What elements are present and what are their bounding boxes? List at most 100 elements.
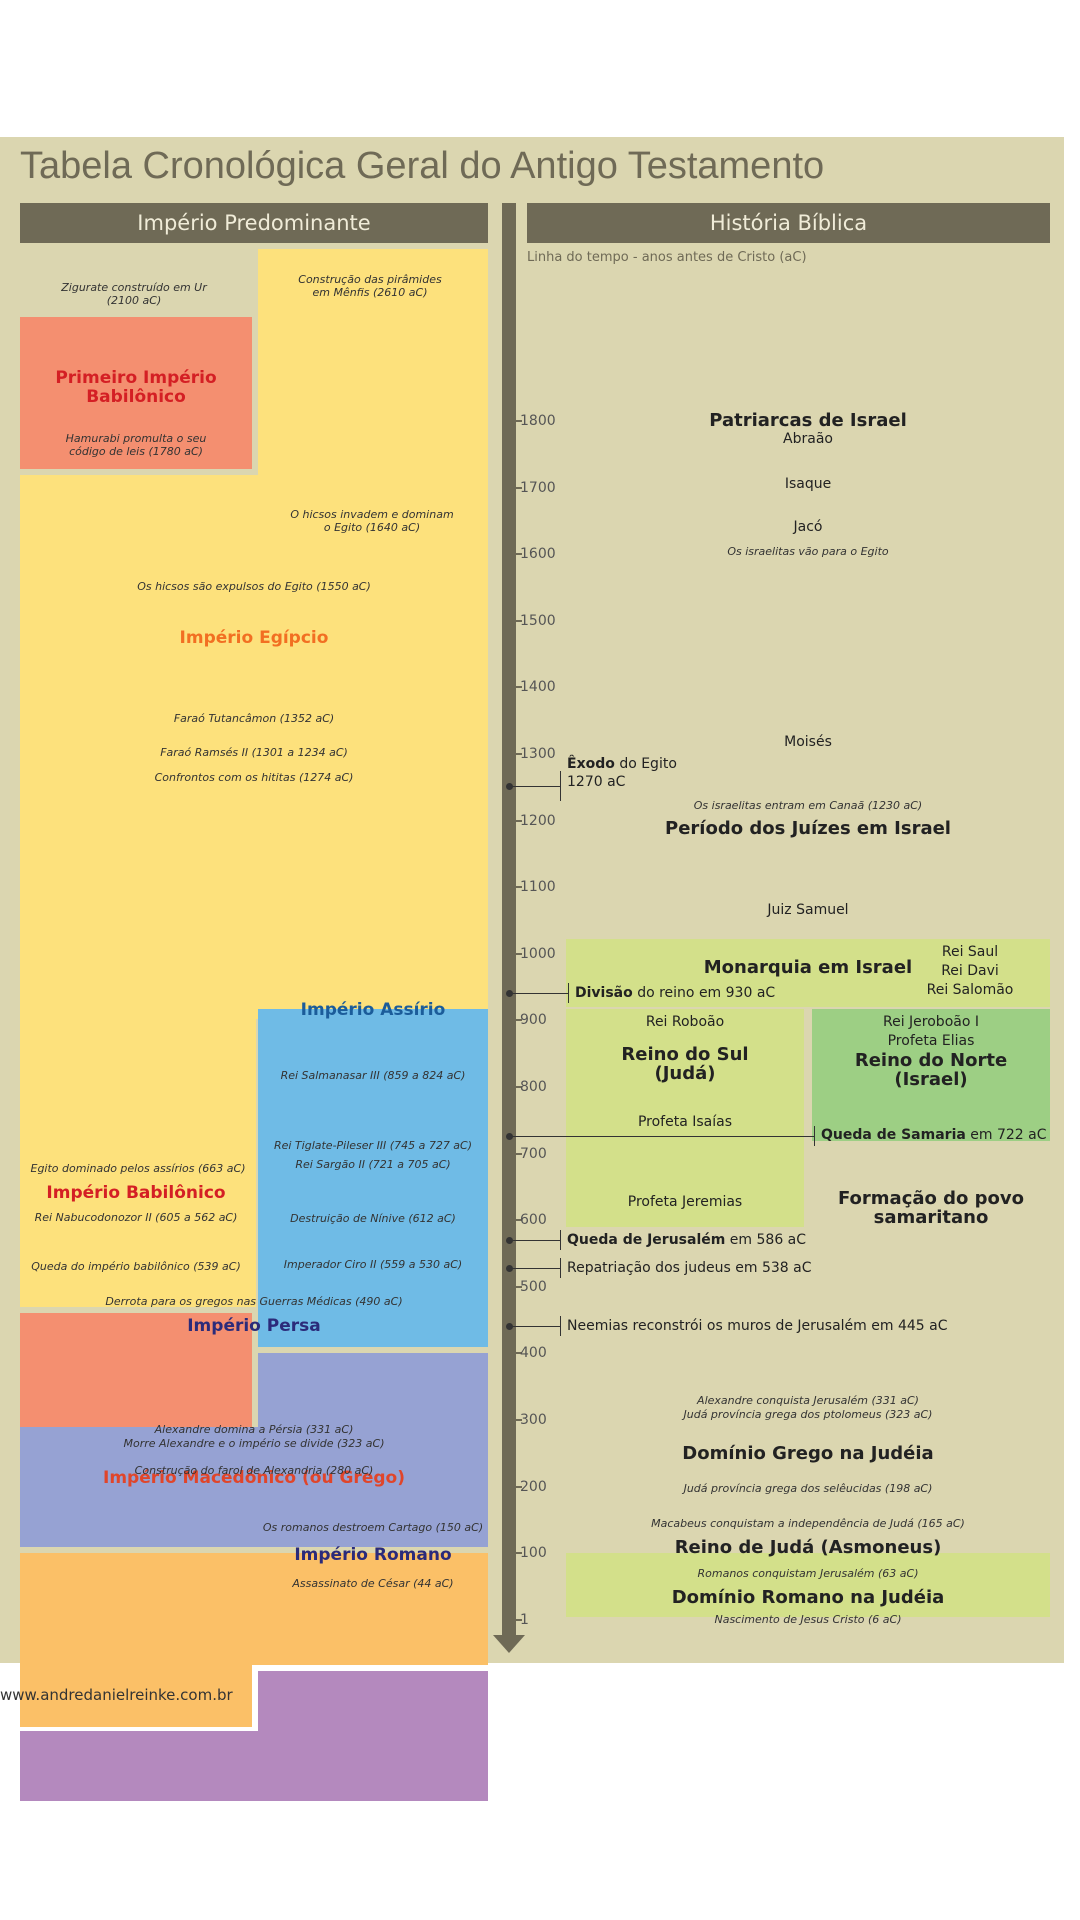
note-farol: Construção do farol de Alexandria (280 a… [134, 1464, 374, 1477]
babylonian-block [20, 1313, 252, 1427]
northern-kingdom-title: Reino do Norte (Israel) [854, 1050, 1008, 1090]
note-hamurabi: Hamurabi promulta o seu código de leis (… [65, 432, 207, 458]
monarchy-title: Monarquia em Israel [703, 957, 913, 978]
nehemiah-line [512, 1326, 560, 1327]
footer-url: www.andredanielreinke.com.br [0, 1686, 233, 1704]
repatriation-event: Repatriação dos judeus em 538 aC [567, 1260, 812, 1276]
timeline-tick [502, 819, 522, 822]
timeline-tick-label: 500 [520, 1278, 547, 1295]
division-line [512, 993, 568, 994]
asmonean-block [566, 1553, 1050, 1617]
timeline-tick [502, 1285, 522, 1288]
patriarchs-title: Patriarcas de Israel [709, 410, 907, 431]
roman-block-upper [258, 1671, 488, 1731]
salomao-label: Rei Salomão [926, 982, 1014, 998]
jerusalem-event: Queda de Jerusalém em 586 aC [567, 1232, 807, 1248]
persian-title: Império Persa [187, 1316, 321, 1336]
jeremias-label: Profeta Jeremias [627, 1194, 743, 1210]
northern-kingdom-block [812, 1009, 1050, 1141]
exodus-year: 1270 aC [567, 774, 626, 790]
samuel-label: Juiz Samuel [767, 902, 849, 918]
note-tutancamon: Faraó Tutancâmon (1352 aC) [173, 712, 335, 725]
note-cesar: Assassinato de César (44 aC) [292, 1577, 454, 1590]
saul-label: Rei Saul [941, 944, 999, 960]
note-hicsos-invadem: O hicsos invadem e dominam o Egito (1640… [290, 508, 454, 534]
timeline-tick-label: 1500 [520, 612, 556, 629]
roboao-label: Rei Roboão [645, 1014, 725, 1030]
moises-label: Moisés [784, 734, 832, 750]
exodus-line [512, 786, 560, 787]
first-babylonian-title: Primeiro Império Babilônico [55, 368, 217, 407]
timeline-tick [502, 1152, 522, 1155]
exodus-bracket [560, 771, 561, 801]
egypt-block-main [20, 475, 488, 1019]
note-piramides: Construção das pirâmides em Mênfis (2610… [298, 273, 442, 299]
timeline-tick [502, 1219, 522, 1222]
samaria-bracket [814, 1126, 815, 1146]
timeline-tick [502, 753, 522, 755]
ptolemies-note: Judá província grega dos ptolomeus (323 … [683, 1408, 933, 1421]
samaria-marker [506, 1133, 513, 1140]
note-sargao: Rei Sargão II (721 a 705 aC) [295, 1158, 451, 1171]
macedonian-block-lower [20, 1665, 252, 1727]
timeline-tick [502, 1352, 522, 1355]
seleucids-note: Judá província grega dos selêucidas (198… [683, 1482, 933, 1495]
egypt-migration-note: Os israelitas vão para o Egito [727, 545, 889, 558]
timeline-tick [502, 619, 522, 622]
timeline-tick [502, 1618, 522, 1621]
page-title: Tabela Cronológica Geral do Antigo Testa… [20, 145, 825, 187]
nehemiah-event: Neemias reconstrói os muros de Jerusalém… [567, 1318, 948, 1334]
persian-block-upper [258, 1353, 488, 1433]
nehemiah-marker [506, 1323, 513, 1330]
note-hicsos-expulsos: Os hicsos são expulsos do Egito (1550 aC… [137, 580, 371, 593]
division-bracket [568, 983, 569, 1003]
division-marker [506, 990, 513, 997]
timeline-tick [502, 1019, 522, 1022]
note-morre-alexandre: Morre Alexandre e o império se divide (3… [123, 1437, 385, 1450]
division-event: Divisão do reino em 930 aC [575, 985, 776, 1001]
timeline-tick-label: 1600 [520, 546, 556, 563]
timeline-tick [502, 686, 522, 689]
note-tiglate: Rei Tiglate-Pileser III (745 a 727 aC) [273, 1139, 473, 1152]
timeline-tick-label: 1 [520, 1611, 529, 1628]
repatriation-marker [506, 1265, 513, 1272]
romans-jerusalem-note: Romanos conquistam Jerusalém (63 aC) [697, 1567, 919, 1580]
monarchy-block [566, 939, 1050, 1007]
jerusalem-marker [506, 1237, 513, 1244]
babylonian-title: Império Babilônico [46, 1183, 226, 1203]
exodus-marker [506, 783, 513, 790]
note-queda-babilonico: Queda do império babilônico (539 aC) [31, 1260, 241, 1273]
timeline-tick [502, 952, 522, 955]
first-babylonian-block [20, 317, 252, 469]
timeline-tick-label: 1000 [520, 945, 556, 962]
note-alexandre-persia: Alexandre domina a Pérsia (331 aC) [154, 1423, 354, 1436]
jesus-birth-note: Nascimento de Jesus Cristo (6 aC) [714, 1613, 902, 1626]
timeline-tick-label: 300 [520, 1412, 547, 1428]
timeline-tick [502, 1552, 522, 1555]
roman-title: Império Romano [294, 1545, 452, 1565]
assyrian-title: Império Assírio [300, 1000, 446, 1020]
judges-title: Período dos Juízes em Israel [665, 818, 951, 839]
repatriation-line [512, 1268, 560, 1269]
southern-kingdom-block [566, 1009, 804, 1227]
timeline-tick [502, 1485, 522, 1488]
timeline-tick-label: 900 [520, 1012, 547, 1029]
timeline-arrow-icon [493, 1635, 525, 1653]
timeline-tick-label: 1200 [520, 812, 556, 829]
macedonian-title: Império Macedônico (ou Grego) [103, 1468, 405, 1488]
timeline-tick [502, 886, 522, 889]
timeline-tick-label: 600 [520, 1212, 547, 1229]
exodus-event: Êxodo do Egito [567, 756, 677, 772]
egyptian-title: Império Egípcio [179, 628, 329, 648]
timeline-tick [502, 553, 522, 556]
timeline-tick-label: 800 [520, 1079, 547, 1095]
timeline-tick-label: 1800 [520, 413, 556, 429]
nehemiah-bracket [560, 1316, 561, 1336]
note-cartago: Os romanos destroem Cartago (150 aC) [262, 1521, 484, 1534]
timeline-tick [502, 1086, 522, 1088]
samaritan-title: Formação do povo samaritano [837, 1188, 1025, 1228]
davi-label: Rei Davi [941, 963, 999, 979]
timeline-axis [502, 203, 516, 1643]
timeline-caption: Linha do tempo - anos antes de Cristo (a… [527, 250, 807, 265]
timeline-tick [502, 420, 522, 422]
